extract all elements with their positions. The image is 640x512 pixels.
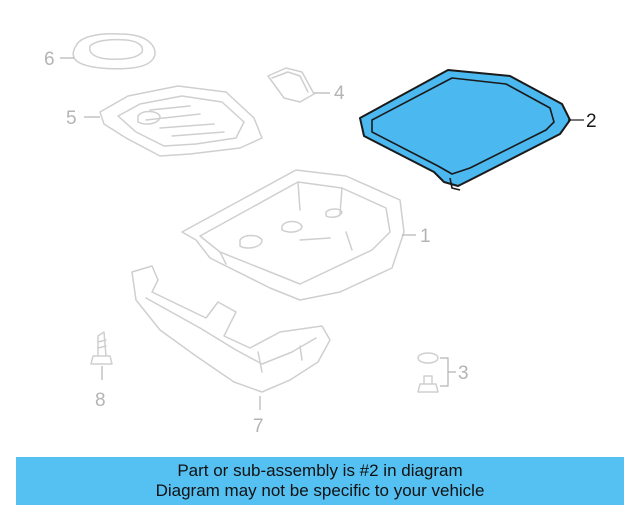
leader-3 — [440, 357, 456, 387]
callout-1: 1 — [420, 226, 431, 247]
info-banner: Part or sub-assembly is #2 in diagram Di… — [16, 457, 624, 505]
part-1-oil-pan[interactable] — [181, 169, 405, 301]
callout-6: 6 — [44, 49, 55, 70]
part-2-gasket[interactable] — [359, 69, 571, 191]
part-8-bolt[interactable] — [90, 331, 113, 365]
callout-5: 5 — [66, 108, 77, 129]
banner-line-disclaimer: Diagram may not be specific to your vehi… — [155, 481, 485, 500]
callout-8: 8 — [95, 390, 106, 411]
part-3-drain-plug[interactable] — [417, 352, 439, 393]
callout-3: 3 — [458, 363, 469, 384]
parts-diagram: 6 5 4 2 1 7 — [44, 33, 597, 437]
callout-2: 2 — [586, 111, 597, 132]
callout-4: 4 — [334, 83, 345, 104]
part-6-seal[interactable] — [72, 33, 156, 70]
part-5-filter[interactable] — [99, 85, 263, 157]
part-7-shield[interactable] — [131, 265, 331, 393]
callout-7: 7 — [253, 416, 264, 437]
part-4-magnet[interactable] — [267, 67, 315, 103]
banner-line-part: Part or sub-assembly is #2 in diagram — [177, 461, 463, 480]
